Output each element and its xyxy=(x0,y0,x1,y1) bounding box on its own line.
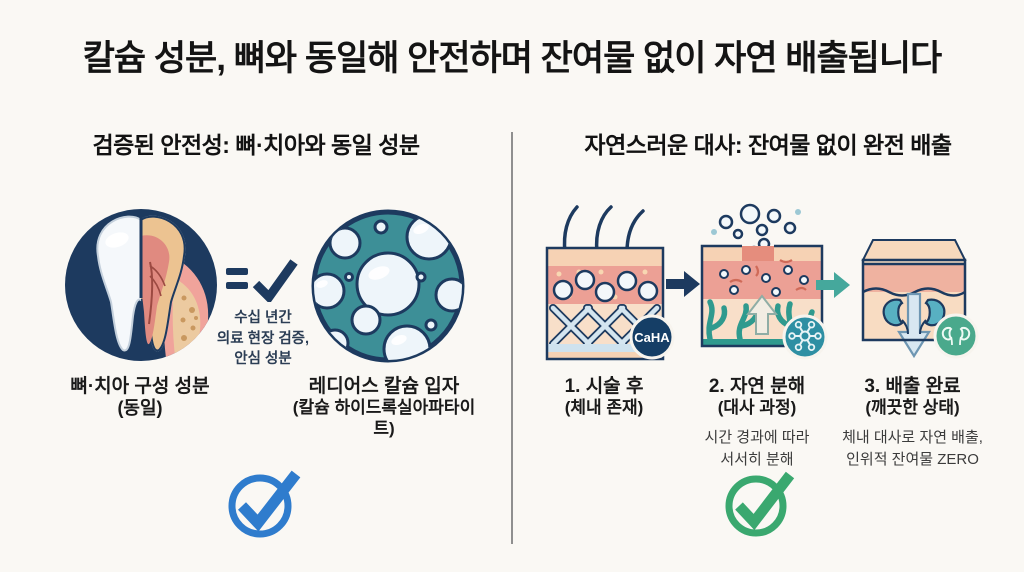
arrow-right-teal-icon xyxy=(816,272,850,298)
note-line: 의료 현장 검증, xyxy=(216,330,310,347)
right-section-header: 자연스러운 대사: 잔여물 없이 완전 배출 xyxy=(584,132,952,158)
caha-badge-label: CaHA xyxy=(634,330,670,345)
page-title: 칼슘 성분, 뼈와 동일해 안전하며 잔여물 없이 자연 배출됩니다 xyxy=(82,39,943,78)
up-arrow-icon xyxy=(745,294,779,335)
dissolving-particles xyxy=(719,265,809,297)
blood-vessels xyxy=(706,299,815,342)
caha-particles xyxy=(552,269,659,303)
step-2-title: 2. 자연 분해 xyxy=(708,376,806,397)
left-section-header: 검증된 안전성: 뼈·치아와 동일 성분 xyxy=(92,132,420,158)
hair-strands xyxy=(562,205,645,254)
caha-badge: CaHA xyxy=(629,314,675,360)
step-3-note: 체내 대사로 자연 배출, 인위적 잔여물 ZERO xyxy=(825,427,1000,471)
kidney-badge-icon xyxy=(933,313,979,359)
note-line: 체내 대사로 자연 배출, xyxy=(842,429,983,447)
tooth-label-block: 뼈·치아 구성 성분 (동일) xyxy=(55,376,225,420)
particle-sublabel: (칼슘 하이드록실아파타이트) xyxy=(292,398,476,438)
calcium-particles-illustration xyxy=(311,209,465,363)
step-3-title: 3. 배출 완료 xyxy=(864,376,961,397)
step-1-label-block: 1. 시술 후 (체내 존재) xyxy=(534,376,674,418)
step2-skin-illustration xyxy=(700,203,828,360)
tooth-sublabel: (동일) xyxy=(117,398,163,419)
kidneys-illustration xyxy=(882,298,946,335)
step-2-label-block: 2. 자연 분해 (대사 과정) 시간 경과에 따라 서서히 분해 xyxy=(682,376,832,471)
note-line: 시간 경과에 따라 xyxy=(704,429,810,447)
section-divider xyxy=(511,132,513,544)
tooth-label: 뼈·치아 구성 성분 xyxy=(70,376,210,397)
step-1-title: 1. 시술 후 xyxy=(564,376,644,397)
note-line: 서서히 분해 xyxy=(720,451,794,469)
step-3-label-block: 3. 배출 완료 (깨끗한 상태) 체내 대사로 자연 배출, 인위적 잔여물 … xyxy=(825,376,1000,471)
step-2-subtitle: (대사 과정) xyxy=(717,398,797,418)
molecule-badge-icon xyxy=(782,314,828,360)
arrow-right-navy-icon xyxy=(666,271,700,297)
step-2-note: 시간 경과에 따라 서서히 분해 xyxy=(682,427,832,471)
step-1-subtitle: (체내 존재) xyxy=(564,398,644,418)
blue-check-icon xyxy=(228,470,301,538)
verification-note: 수십 년간 의료 현장 검증, 안심 성분 xyxy=(198,308,328,370)
note-line: 수십 년간 xyxy=(234,310,292,326)
note-line: 인위적 잔여물 ZERO xyxy=(846,451,979,469)
particle-label-block: 레디어스 칼슘 입자 (칼슘 하이드록실아파타이트) xyxy=(288,376,480,439)
note-line: 안심 성분 xyxy=(234,351,292,368)
step1-skin-illustration: CaHA xyxy=(545,205,675,361)
particle-label: 레디어스 칼슘 입자 xyxy=(308,376,460,397)
green-check-icon xyxy=(725,471,795,537)
step-3-subtitle: (깨끗한 상태) xyxy=(865,398,960,418)
equals-check-icon xyxy=(226,259,298,302)
tooth-cross-section-illustration xyxy=(65,209,217,361)
step3-skin-illustration xyxy=(861,239,979,359)
